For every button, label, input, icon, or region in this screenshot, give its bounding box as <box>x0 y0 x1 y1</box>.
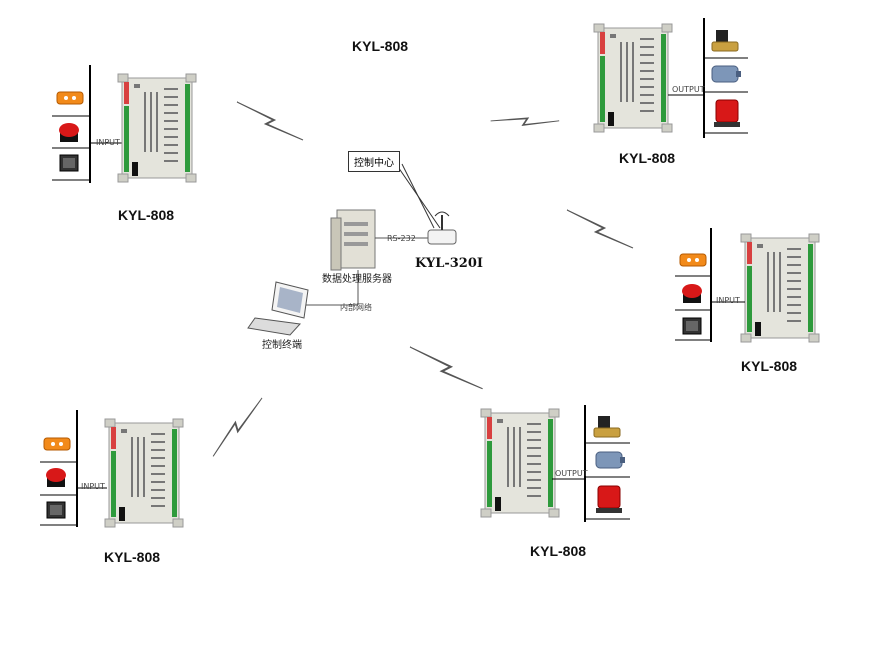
kyl-808-board <box>740 233 820 343</box>
router-label: KYL-320I <box>415 256 483 271</box>
rs232-label: RS-232 <box>387 234 416 243</box>
lan-label: 内部网络 <box>340 303 372 312</box>
solenoid-valve-icon <box>711 30 739 52</box>
device-group-bottom-center <box>480 405 630 522</box>
device-group-top-right <box>593 18 748 138</box>
rocker-switch-icon <box>59 154 79 172</box>
output-tag: OUTPUT <box>555 469 588 478</box>
control-center-callout: 控制中心 <box>348 151 400 172</box>
terminal-label: 控制终端 <box>262 340 302 351</box>
device-label-top-center: KYL-808 <box>352 38 409 54</box>
kyl-808-board <box>480 408 560 518</box>
wireless-link-bolt <box>212 390 263 464</box>
device-label-mid-right: KYL-808 <box>741 358 798 374</box>
kyl-808-board <box>117 73 197 183</box>
emergency-button-icon <box>59 123 79 142</box>
wireless-link-bolt <box>409 346 484 390</box>
input-tag: INPUT <box>716 296 740 305</box>
motor-icon <box>711 65 741 83</box>
input-tag: INPUT <box>96 138 120 147</box>
server-icon <box>330 209 376 271</box>
kyl-808-board <box>593 23 673 133</box>
wireless-link-bolt <box>490 90 560 151</box>
device-group-mid-right <box>675 228 820 343</box>
emergency-button-icon <box>46 468 66 487</box>
warning-light-icon <box>714 99 740 127</box>
laptop-icon <box>247 281 309 336</box>
input-tag: INPUT <box>81 482 105 491</box>
device-group-bottom-left <box>40 410 184 528</box>
device-label-bottom-left: KYL-808 <box>104 549 161 565</box>
emergency-button-icon <box>682 284 702 303</box>
device-label-bottom-center: KYL-808 <box>530 543 587 559</box>
server-label: 数据处理服务器 <box>322 274 392 285</box>
warning-light-icon <box>596 485 622 513</box>
router-icon <box>427 211 457 245</box>
wireless-link-bolt <box>566 209 634 249</box>
device-label-top-left: KYL-808 <box>118 207 175 223</box>
output-tag: OUTPUT <box>672 85 705 94</box>
device-label-top-right: KYL-808 <box>619 150 676 166</box>
rocker-switch-icon <box>682 317 702 335</box>
motor-icon <box>595 451 625 469</box>
solenoid-valve-icon <box>593 416 621 438</box>
kyl-808-board <box>104 418 184 528</box>
device-group-top-left <box>52 65 197 183</box>
smoke-detector-icon <box>679 253 707 267</box>
wireless-link-bolt <box>236 101 304 141</box>
smoke-detector-icon <box>43 437 71 451</box>
rocker-switch-icon <box>46 501 66 519</box>
smoke-detector-icon <box>56 91 84 105</box>
